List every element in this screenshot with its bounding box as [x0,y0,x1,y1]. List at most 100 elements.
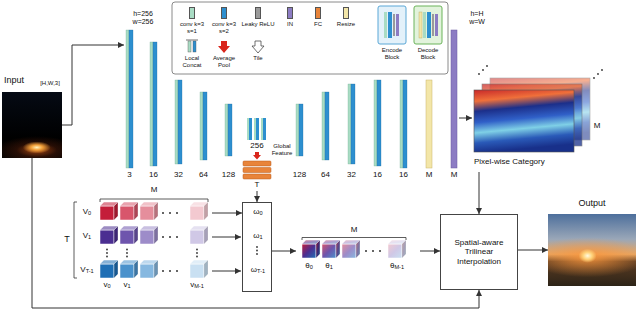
generated-illustration [62,30,472,278]
cube-side [114,226,118,244]
cube-side [402,240,406,258]
connector [257,191,258,202]
node-text: M [351,226,358,235]
node-text: v0 [103,281,110,290]
label: 128 [293,171,306,180]
conv-bar [325,92,329,160]
legend-label: IN [273,21,307,28]
legend-label: FC [301,21,335,28]
legend-label: Decode Block [411,47,445,60]
legend-label: Local Concat [175,55,209,68]
encode-block-icon [384,12,387,38]
cube-front [140,264,154,278]
node-text: Spatial-aware Trilinear Interpolation [444,238,514,266]
legend-box [172,2,448,74]
encode-block-icon [396,14,399,36]
node-text: T [255,181,260,190]
conv-bar [228,104,232,156]
legend-label: conv k=3 s=2 [207,21,241,34]
dot [162,212,164,214]
cube-side [134,202,138,220]
decode-block-icon [414,6,442,44]
avgpool-arrow [253,152,261,160]
conv-bar [377,80,381,166]
dot [196,249,198,251]
bottleneck-bar [256,118,259,140]
cube-side [204,226,208,244]
cube-side [402,240,406,258]
label: 16 [373,171,382,180]
dot [126,252,128,254]
category-wire [459,118,472,119]
cube-side [154,202,158,220]
cube-side [336,240,340,258]
cube-front [190,230,204,244]
dot [372,250,374,252]
cube-side [134,260,138,278]
dot [379,250,381,252]
interpolation-box: Spatial-aware Trilinear Interpolation [440,214,518,290]
concat-icon [186,40,198,41]
legend-label: Encode Block [375,47,409,60]
legend-label: Resize [329,21,363,28]
cube-side [114,202,118,220]
connector [272,251,296,252]
cube-side [114,202,118,220]
cube-front [140,230,154,244]
cube-front [100,230,114,244]
dot [256,246,258,248]
dot [106,256,108,258]
legend-swatch [287,7,293,19]
node-text: ω1 [253,232,262,241]
cube-side [356,240,360,258]
node-text: T [64,235,70,245]
cube-front [190,264,204,278]
dot [162,270,164,272]
cube-side [356,240,360,258]
lut-grid: MTV0V1VT-1v0v1vM-1 [64,184,212,294]
legend-swatch [255,7,261,19]
node-text: ωT-1 [251,266,265,275]
node-text: [H,W,3] [40,80,60,87]
node-text: θ0 [305,262,313,271]
decode-block-icon [432,14,434,36]
dot [486,65,488,67]
dot [478,73,480,75]
dot [106,252,108,254]
cube-front [342,244,356,258]
cube-side [134,226,138,244]
legend-swatch [315,7,321,19]
cube-side [134,260,138,278]
dot [106,249,108,251]
dot [601,69,603,71]
fc-layers [243,152,271,179]
encode-block-icon [378,6,406,44]
conv-bar [200,92,203,160]
dot [162,236,164,238]
node-text: θ1 [325,262,333,271]
decode-block-icon [427,12,431,38]
conv-bar [178,80,182,164]
conv-bar [403,80,407,168]
conv-bar [322,92,325,160]
conv-bar [299,104,303,156]
label: 64 [199,171,208,180]
conv-bar [348,84,351,164]
node-text: θM-1 [390,262,404,271]
node-text: v1 [123,281,130,290]
legend-swatch [343,7,349,19]
cube-front [100,264,114,278]
legend-label: Leaky ReLU [241,21,275,28]
cube-side [114,260,118,278]
conv-bar [225,104,228,156]
fused-lut: Mθ0 θ1 θM-1 [296,226,420,276]
dot [256,253,258,255]
conv-bar [374,80,377,166]
cube-front [120,230,134,244]
node-text: M [151,186,158,195]
heatmap-stack [474,65,603,152]
dot [593,77,595,79]
bottleneck-bar [263,118,266,140]
cube-side [154,226,158,244]
label: w=W [469,18,485,26]
